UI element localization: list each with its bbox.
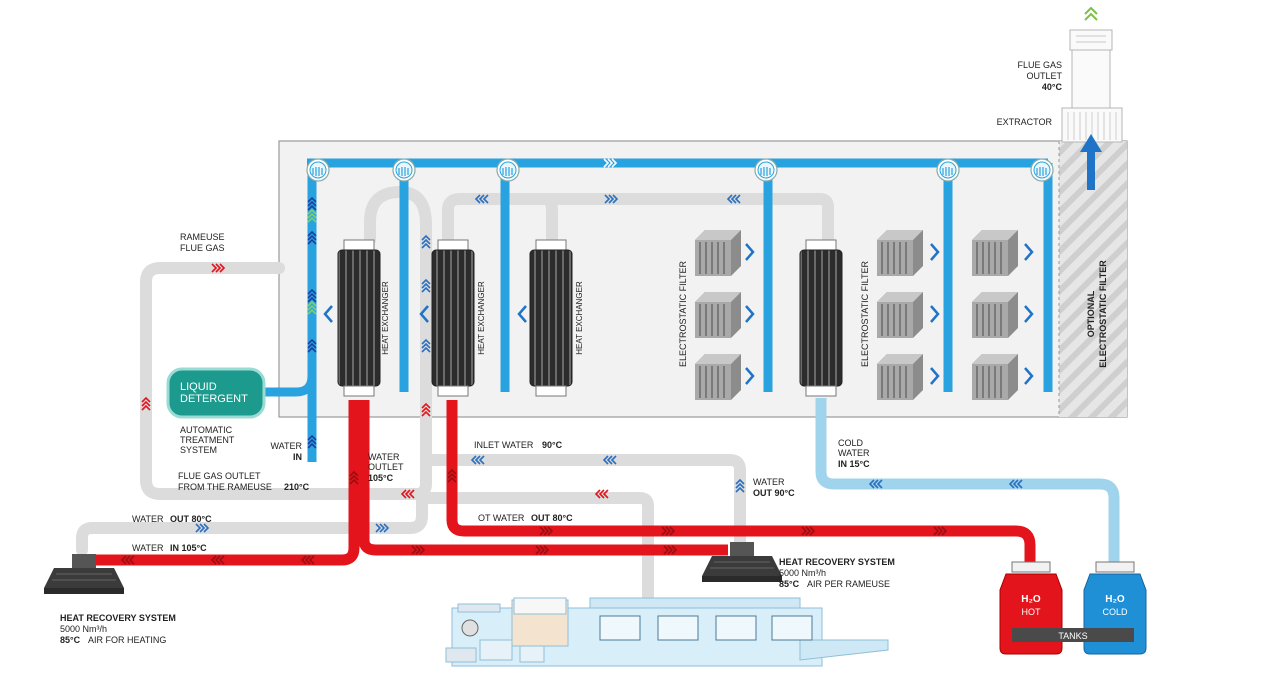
treatment-label-3: SYSTEM [180,445,217,455]
inlet-water-temp: 90°C [542,440,563,450]
detergent-label-1: LIQUID [180,381,217,393]
flue-exhaust-arrow-icon [1084,6,1098,21]
tank-hot-label: HOT [1022,607,1042,617]
flue-gas-pipes [76,186,834,606]
water-out-80-label: WATER [132,514,164,524]
tanks-bar [1012,628,1134,642]
electrostatic-filter-label: ELECTROSTATIC FILTER [860,260,870,367]
water-out-80-value: OUT 80°C [170,514,212,524]
electrostatic-filter-group-2 [877,230,923,400]
hrs-right-air-temp: 85°C [779,579,800,589]
hrs-left-air-temp: 85°C [60,635,81,645]
tanks-label: TANKS [1058,631,1087,641]
flue-rameuse-label-2: FROM THE RAMEUSE [178,482,272,492]
electrostatic-filter-group-1 [695,230,741,400]
water-out-90-label: WATER [753,477,785,487]
tank-cold-formula: H₂O [1105,594,1125,605]
hrs-right-title: HEAT RECOVERY SYSTEM [779,557,895,567]
water-in-105-value: IN 105°C [170,543,207,553]
electrostatic-filter-group-3 [972,230,1018,400]
ot-water-value: OUT 80°C [531,513,573,523]
extractor [1061,29,1123,143]
water-out-90-value: OUT 90°C [753,488,795,498]
heat-exchanger-2 [431,239,475,397]
water-in-label: WATER [271,441,303,451]
airflow-up-arrow-icon [1080,134,1102,190]
hrs-left-flow: 5000 Nm³/h [60,624,107,634]
treatment-label-2: TREATMENT [180,435,235,445]
inlet-water-label: INLET WATER [474,440,534,450]
cold-water-pipe [815,398,1120,568]
heat-exchanger-3 [529,239,573,397]
tank-cold-label: COLD [1102,607,1128,617]
flue-outlet-temp: 40°C [1042,82,1063,92]
cold-water-label-1: COLD [838,438,864,448]
water-in-105-label: WATER [132,543,164,553]
ot-water-label: OT WATER [478,513,525,523]
tank-hot-formula: H₂O [1021,594,1041,605]
treatment-label-1: AUTOMATIC [180,425,233,435]
water-outlet-label-1: WATER [368,452,400,462]
hrs-left-title: HEAT RECOVERY SYSTEM [60,613,176,623]
heat-exchanger-4 [799,239,843,397]
flue-outlet-label-1: FLUE GAS [1017,60,1062,70]
liquid-detergent-tank [166,367,266,419]
extractor-label: EXTRACTOR [997,117,1053,127]
optional-filter-label-2: ELECTROSTATIC FILTER [1098,260,1108,368]
water-in-label-b: IN [293,452,302,462]
hot-water-pipes [96,400,1036,568]
flue-outlet-label-2: OUTLET [1026,71,1062,81]
rameuse-flue-label-2: FLUE GAS [180,243,225,253]
rameuse-flue-label-1: RAMEUSE [180,232,225,242]
water-pipes [262,158,1053,462]
water-outlet-temp: 105°C [368,473,394,483]
detergent-label-2: DETERGENT [180,393,248,405]
flue-rameuse-label-1: FLUE GAS OUTLET [178,471,261,481]
heat-exchanger-label: HEAT EXCHANGER [381,281,390,355]
optional-filter-label-1: OPTIONAL [1086,290,1096,337]
hrs-right-flow: 5000 Nm³/h [779,568,826,578]
hrs-left-air: AIR FOR HEATING [88,635,166,645]
cold-water-label-2: WATER [838,448,870,458]
stenter-machine [445,597,889,667]
heat-exchanger-label: HEAT EXCHANGER [477,281,486,355]
cold-water-temp: IN 15°C [838,459,870,469]
hrs-right-air: AIR PER RAMEUSE [807,579,890,589]
water-outlet-label-2: OUTLET [368,462,404,472]
electrostatic-filter-label: ELECTROSTATIC FILTER [678,260,688,367]
heat-exchanger-label: HEAT EXCHANGER [575,281,584,355]
flue-rameuse-temp: 210°C [284,482,310,492]
heat-exchanger-1 [337,239,381,397]
